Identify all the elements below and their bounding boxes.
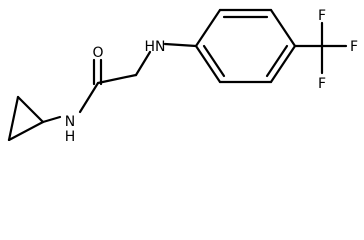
- bond-benzene-inner-2: [265, 44, 289, 78]
- bond-benzene-6: [194, 44, 222, 84]
- fluorine-top-label: F: [318, 8, 326, 24]
- bond-benzene-4: [269, 44, 297, 84]
- fluorine-bottom-label: F: [318, 76, 326, 92]
- bond-amine-to-ring: [163, 42, 198, 48]
- bond-nitrogen-to-carbonyl: [78, 81, 100, 114]
- bond-ring-to-nitrogen: [41, 115, 62, 124]
- bond-benzene-3: [269, 8, 297, 48]
- benzene-ring: [194, 8, 297, 84]
- amine-nh-label: HN: [145, 39, 166, 55]
- trifluoromethyl-group: [293, 21, 348, 75]
- bond-benzene-inner-3: [202, 44, 226, 78]
- fluorine-right-label: F: [350, 39, 358, 55]
- bond-carbonyl-to-ch2: [96, 73, 138, 85]
- oxygen-label: O: [92, 45, 103, 61]
- bond-benzene-1: [194, 8, 222, 48]
- bond-ring-2: [7, 120, 45, 141]
- molecule-structure-diagram: O N H HN F F F: [7, 8, 358, 141]
- bond-ch2-to-amine: [134, 50, 152, 77]
- bond-ring-1: [7, 95, 20, 141]
- amide-hydrogen-label: H: [65, 129, 76, 141]
- cyclopropyl-ring: [7, 95, 45, 141]
- amide-nitrogen-label: N: [65, 114, 75, 130]
- bond-ring-3: [16, 95, 45, 124]
